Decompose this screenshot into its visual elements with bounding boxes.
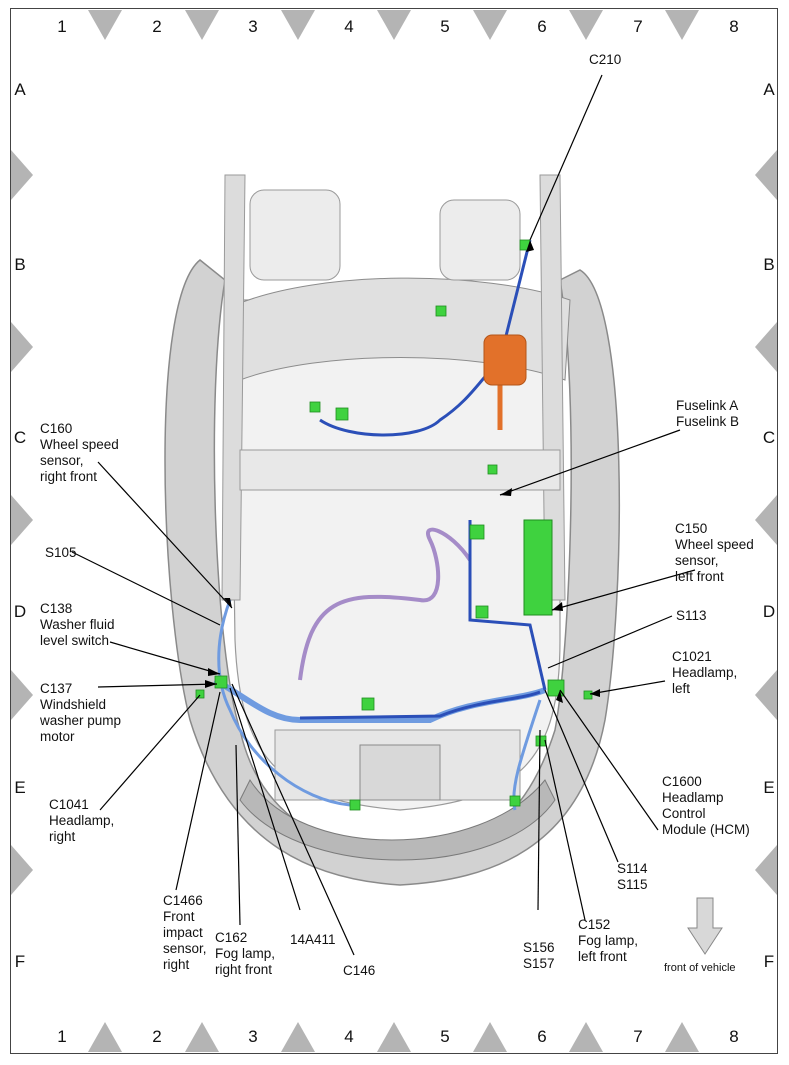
engine-compartment [229, 299, 561, 811]
harness-upper [319, 239, 532, 437]
green-module [523, 519, 553, 616]
grid-col-top: 8 [729, 17, 739, 36]
label-c152: C152 Fog lamp, left front [578, 917, 639, 964]
grid-row-right: A [763, 80, 775, 99]
label-s114-s115: S114 S115 [617, 861, 648, 892]
label-c1466: C1466 Front impact sensor, right [163, 893, 207, 972]
grid-row-left: F [14, 952, 26, 971]
connector [214, 675, 228, 689]
grid-col-bottom: 4 [344, 1027, 354, 1046]
label-c1600: C1600 Headlamp Control Module (HCM) [662, 774, 750, 837]
label-c150: C150 Wheel speed sensor, left front [675, 521, 754, 584]
connector [535, 735, 547, 747]
connector [349, 799, 361, 811]
grid-col-top: 5 [440, 17, 450, 36]
connector [487, 464, 498, 475]
connector [309, 401, 321, 413]
grid-row-left: A [14, 80, 26, 99]
grid-col-top: 4 [344, 17, 354, 36]
grid-col-top: 2 [152, 17, 162, 36]
diagram-frame [10, 8, 778, 1054]
grid-row-left: C [13, 428, 27, 447]
label-s156-s157: S156 S157 [523, 940, 555, 971]
grid-col-bottom: 2 [152, 1027, 162, 1046]
connector [583, 690, 593, 700]
grid-row-right: E [763, 778, 775, 797]
grid-row-right: D [762, 602, 776, 621]
label-s105: S105 [45, 545, 77, 560]
label-c160: C160 Wheel speed sensor, right front [40, 421, 119, 484]
label-14a411: 14A411 [290, 932, 336, 947]
grid-col-bottom: 1 [57, 1027, 67, 1046]
label-fuselink: Fuselink A Fuselink B [676, 398, 740, 429]
harness-purple [298, 527, 472, 681]
connector [195, 689, 205, 699]
grid-col-top: 7 [633, 17, 643, 36]
connector [469, 524, 485, 540]
connector [509, 795, 521, 807]
label-c146: C146 [343, 963, 376, 978]
grid-row-right: C [762, 428, 776, 447]
connector [435, 305, 447, 317]
grid-row-left: E [14, 778, 26, 797]
grid-row-right: B [763, 255, 775, 274]
label-c210: C210 [589, 52, 622, 67]
connector [335, 407, 349, 421]
grid-col-top: 1 [57, 17, 67, 36]
label-s113: S113 [676, 608, 707, 623]
grid-col-top: 6 [537, 17, 547, 36]
upper-rail-left [221, 174, 246, 601]
connector [475, 605, 489, 619]
grid-col-bottom: 3 [248, 1027, 258, 1046]
label-c137: C137 Windshield washer pump motor [40, 681, 122, 744]
grid-row-left: B [14, 255, 26, 274]
label-c1041: C1041 Headlamp, right [49, 797, 115, 844]
grid-col-bottom: 8 [729, 1027, 739, 1046]
bumper-lower-grille [239, 778, 556, 861]
grid-markers [11, 10, 777, 1052]
grid-col-top: 3 [248, 17, 258, 36]
harness-main-dark [299, 690, 541, 720]
grid-col-bottom: 7 [633, 1027, 643, 1046]
grid-row-left: D [13, 602, 27, 621]
latch-plate [359, 744, 441, 801]
label-c138: C138 Washer fluid level switch [40, 601, 115, 648]
connector [361, 697, 375, 711]
label-c162: C162 Fog lamp, right front [215, 930, 276, 977]
grid-col-bottom: 6 [537, 1027, 547, 1046]
connector [547, 679, 565, 697]
arrowheads [205, 240, 600, 703]
grid-col-bottom: 5 [440, 1027, 450, 1046]
front-of-vehicle-label: front of vehicle [664, 962, 736, 974]
grid-row-right: F [763, 952, 775, 971]
leader-lines [71, 74, 696, 956]
harness-left-side [217, 599, 351, 807]
right-strut-tower [439, 199, 521, 281]
crossmember [239, 449, 561, 491]
fuse-box-orange [483, 334, 527, 386]
front-of-vehicle-arrow-icon [687, 897, 723, 955]
label-c1021: C1021 Headlamp, left [672, 649, 738, 696]
left-strut-tower [249, 189, 341, 281]
harness-right-side [468, 520, 547, 691]
